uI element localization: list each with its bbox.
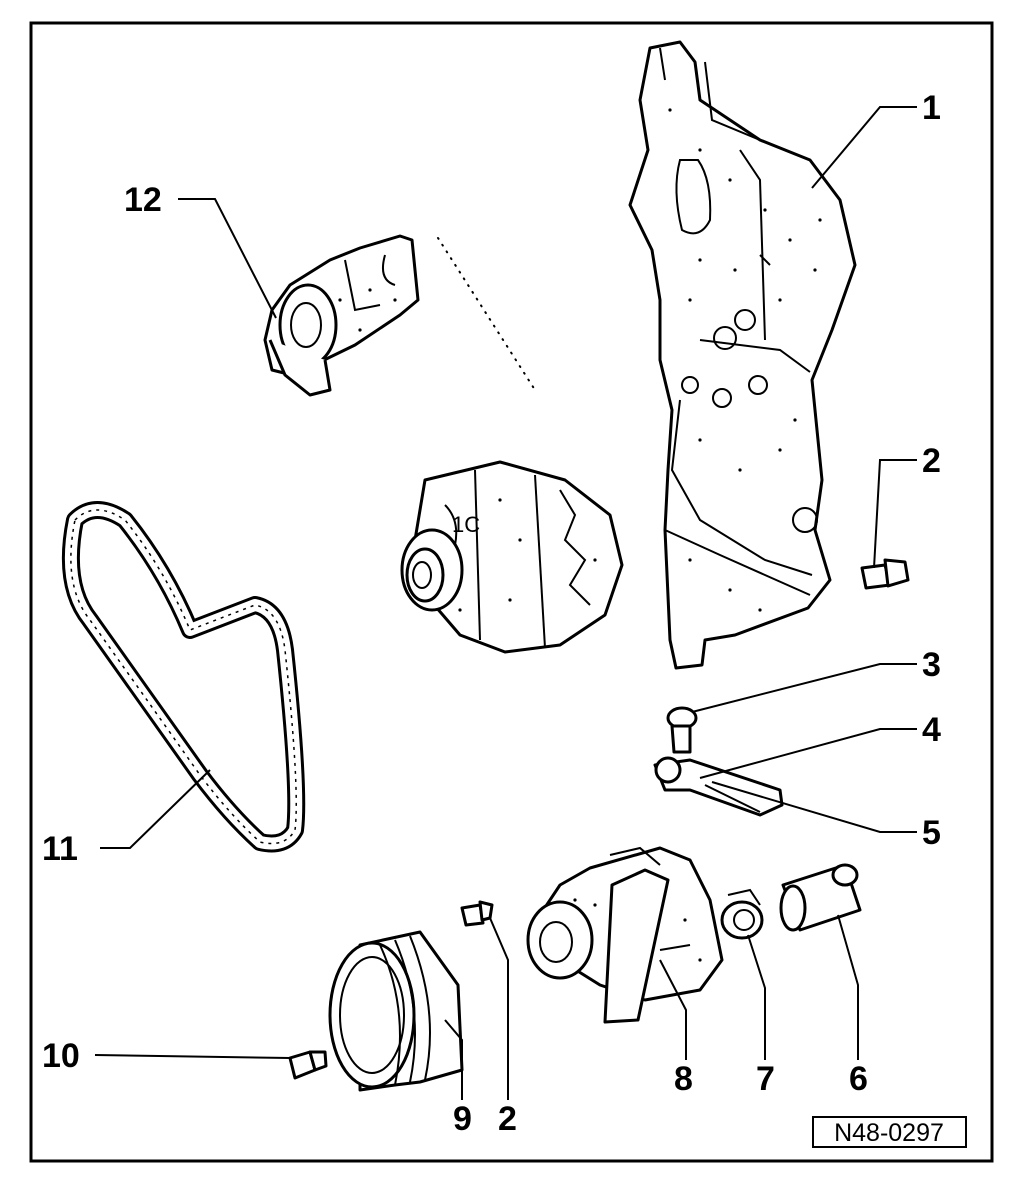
part-bracket [628, 40, 857, 670]
diagram-frame [29, 21, 994, 1163]
part-ribbed-belt [61, 501, 306, 853]
reference-code-box [812, 1116, 967, 1148]
part-tensioner [263, 234, 420, 397]
part-bolt-10 [288, 1050, 328, 1080]
part-pulley [328, 930, 464, 1092]
part-bolt-3 [666, 706, 698, 754]
callout-10: 10 [42, 1037, 80, 1075]
part-hose-clamp [720, 888, 764, 940]
svg-text:1C: 1C [452, 512, 480, 537]
part-bolt-lower [460, 900, 494, 927]
callout-4: 4 [922, 711, 941, 749]
leader-lines [94, 106, 917, 1100]
reference-code: N48-0297 [834, 1119, 944, 1147]
part-lever [653, 756, 784, 817]
callout-3: 3 [922, 646, 941, 684]
callout-2-upper: 2 [922, 442, 941, 480]
part-power-steering-pump [526, 846, 724, 1024]
part-alternator: 1C [400, 460, 624, 654]
callout-12: 12 [124, 181, 162, 219]
assembly-dotted-line [437, 237, 536, 391]
callout-6: 6 [849, 1060, 868, 1098]
callout-7: 7 [756, 1060, 775, 1098]
callout-8: 8 [674, 1060, 693, 1098]
callout-1: 1 [922, 89, 941, 127]
part-bolt-upper [860, 558, 910, 590]
part-hose [779, 863, 862, 932]
callout-2-lower: 2 [498, 1100, 517, 1138]
callout-11: 11 [42, 830, 78, 868]
callout-9: 9 [453, 1100, 472, 1138]
callout-5: 5 [922, 814, 941, 852]
